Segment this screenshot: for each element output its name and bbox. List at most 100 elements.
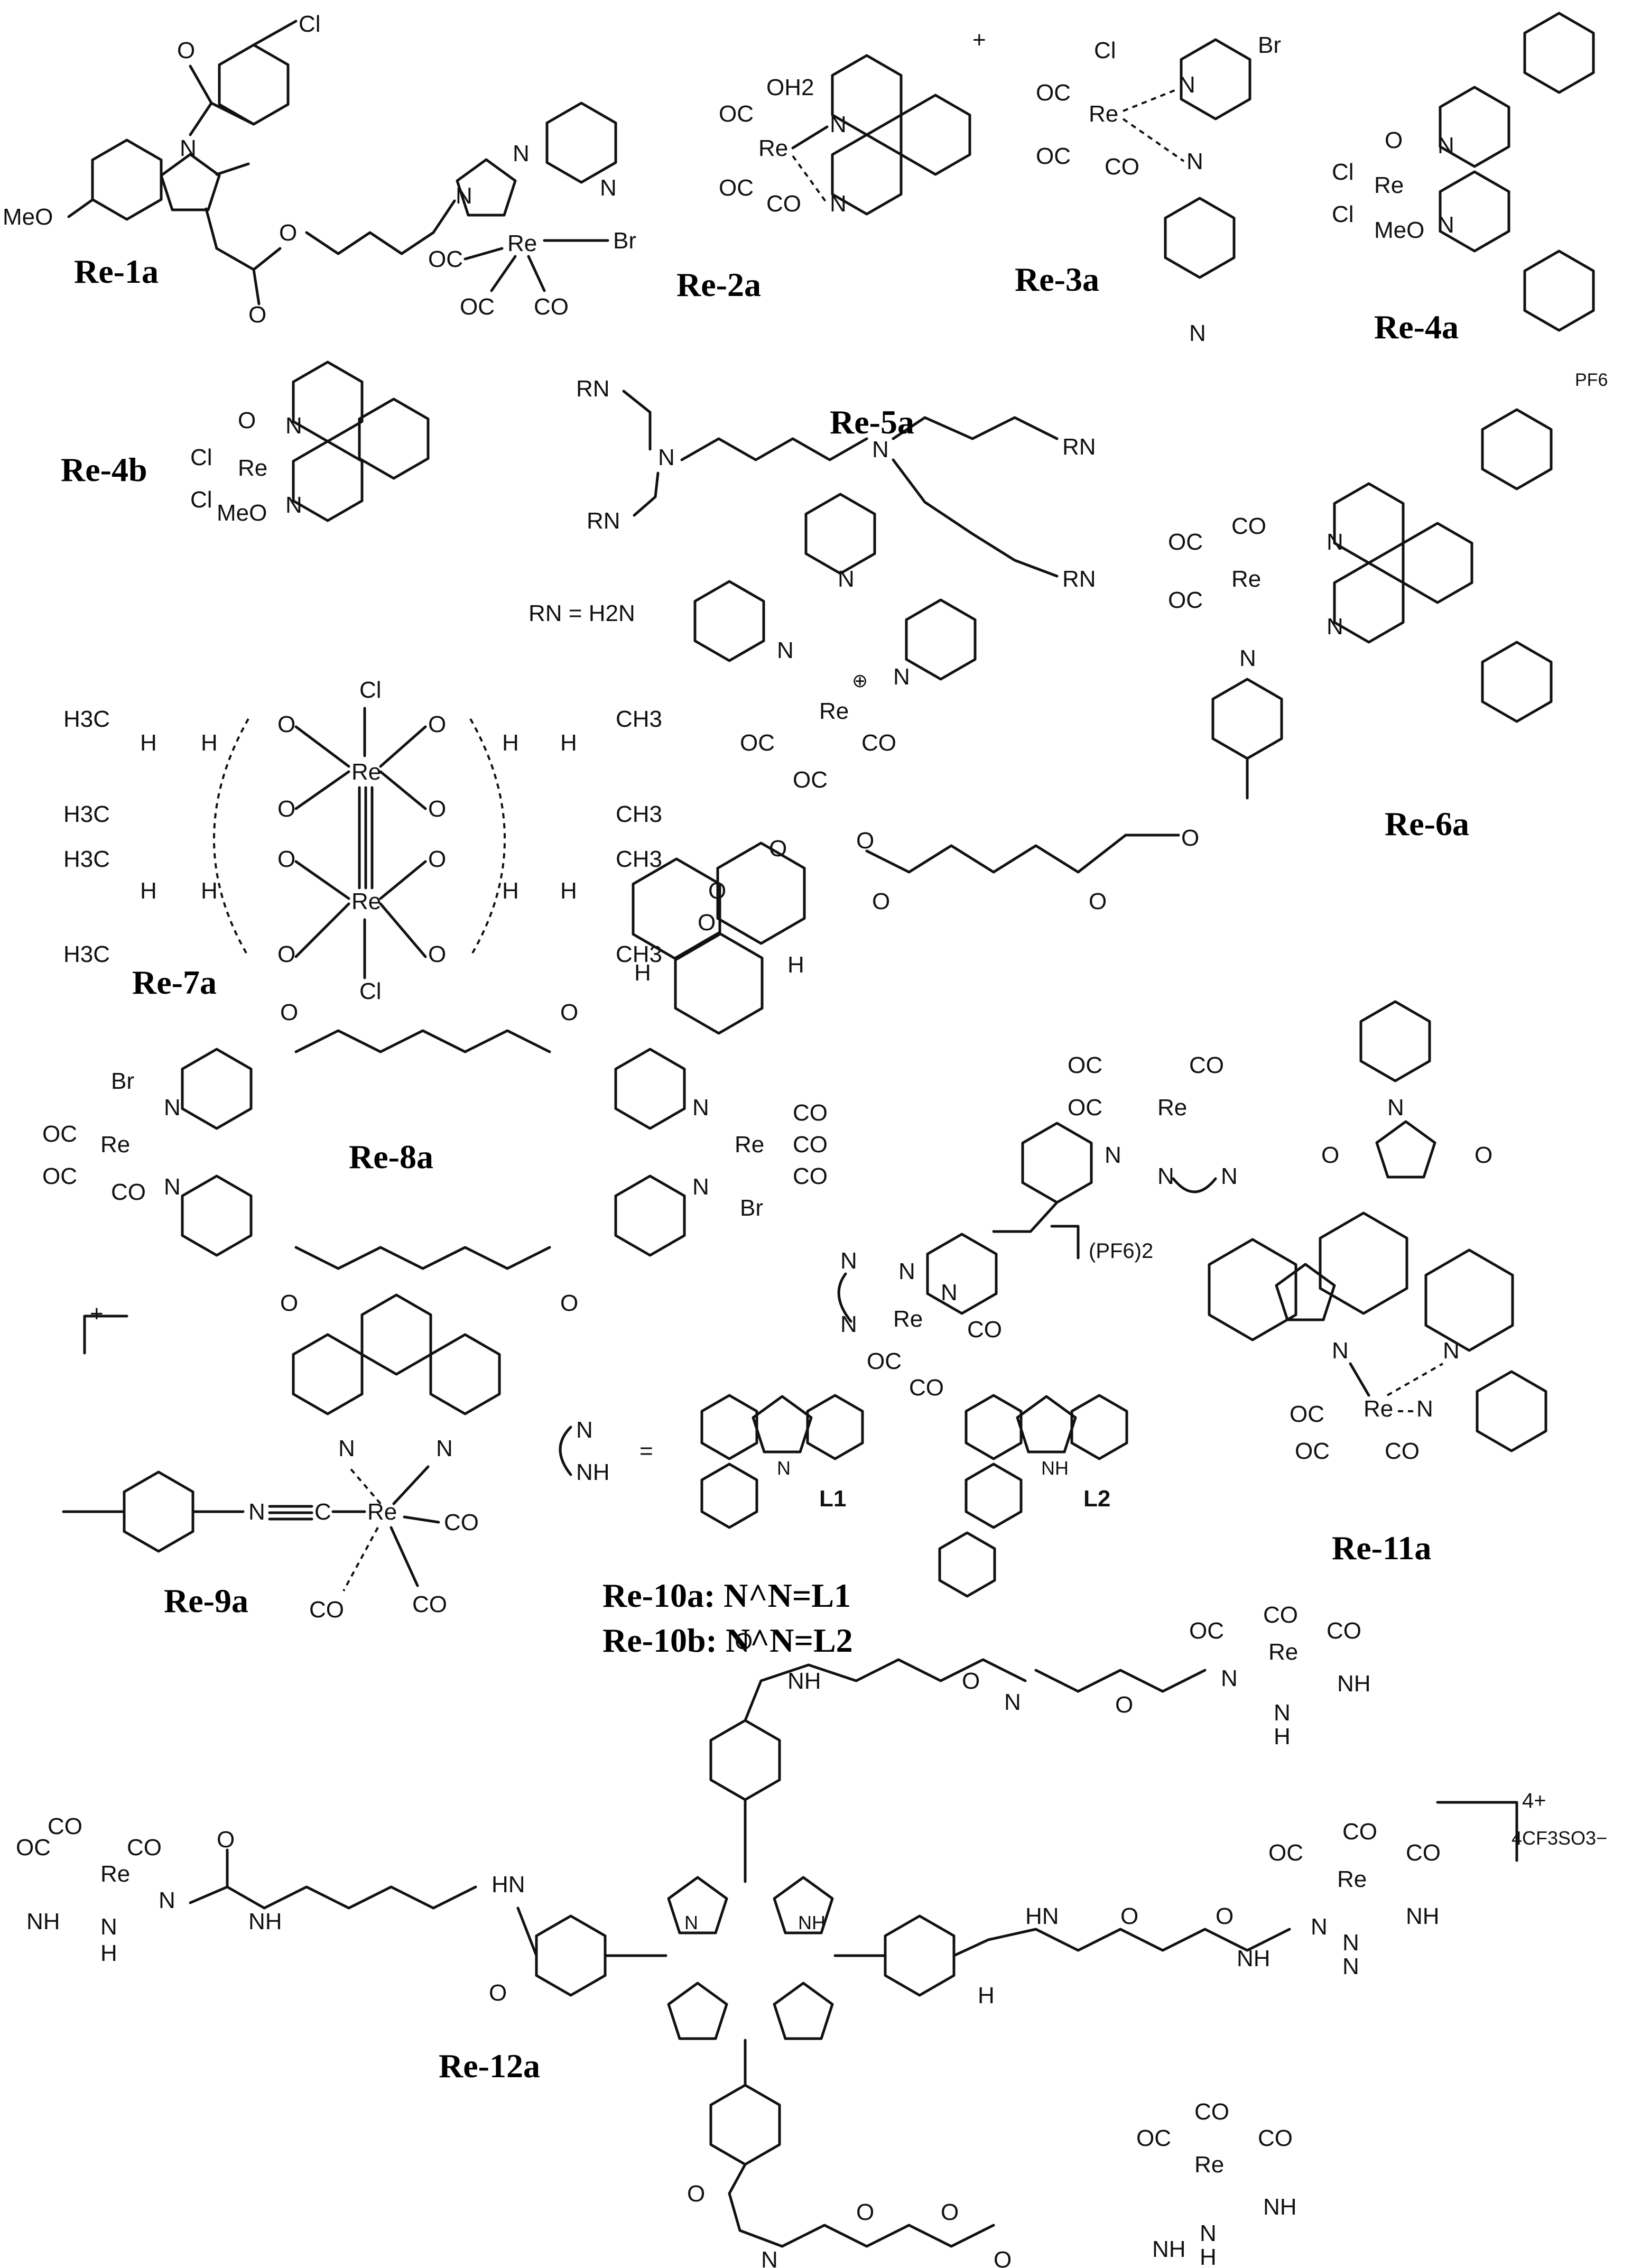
atom-nh-right2: NH bbox=[1406, 1903, 1440, 1929]
compound-re11a: N O O N N N Re OC OC CO Re-11a bbox=[1209, 1002, 1546, 1567]
compound-re12a: 4+ 4CF3SO3− N NH O NH O O N N CO OC C bbox=[16, 1602, 1607, 2268]
atom-n2: N bbox=[1332, 1338, 1349, 1364]
atom-co3: CO bbox=[412, 1591, 447, 1617]
atom-o7: O bbox=[277, 941, 295, 967]
atom-oc2: OC bbox=[460, 294, 495, 320]
atom-hn-right: HN bbox=[1025, 1903, 1059, 1929]
atom-nh-left3: HN bbox=[492, 1872, 525, 1897]
atom-n5: N bbox=[898, 1258, 915, 1284]
label-re10a: Re-10a: N^N=L1 bbox=[602, 1577, 851, 1614]
compound-re7a: H3C CH3 H3C CH3 H3C CH3 H3C CH3 O O O O … bbox=[63, 677, 662, 1004]
charge-plus: + bbox=[90, 1301, 104, 1327]
counterion-pf6: PF6 bbox=[1575, 370, 1608, 390]
atom-n3: N bbox=[513, 141, 530, 166]
atom-oc2: OC bbox=[793, 767, 828, 793]
atom-h6: H bbox=[201, 878, 218, 904]
atom-co-bot2: CO bbox=[1258, 2125, 1293, 2151]
atom-nh-right: NH bbox=[1237, 1946, 1271, 1971]
atom-o-top2: O bbox=[962, 1668, 980, 1694]
atom-nh-left: NH bbox=[26, 1909, 60, 1934]
atom-nh-bot: NH bbox=[1263, 2194, 1297, 2220]
compound-re4a: O Cl Re N Cl MeO N Re-4a bbox=[1332, 13, 1593, 346]
label-re4a: Re-4a bbox=[1374, 308, 1459, 346]
atom-o4: O bbox=[428, 796, 446, 822]
atom-n3: N bbox=[777, 637, 794, 663]
label-re2a: Re-2a bbox=[676, 266, 761, 303]
atom-oc-right: OC bbox=[1268, 1840, 1303, 1866]
atom-cl1: Cl bbox=[359, 677, 382, 703]
atom-re2: Re bbox=[735, 1132, 764, 1158]
atom-oc: OC bbox=[719, 101, 754, 127]
charge-4plus: 4+ bbox=[1522, 1789, 1546, 1812]
atom-co-left2: CO bbox=[127, 1835, 162, 1860]
atom-o-bot3: O bbox=[941, 2199, 959, 2225]
atom-rn4: RN bbox=[1062, 566, 1096, 592]
atom-h-top: H bbox=[1274, 1724, 1291, 1749]
atom-co: CO bbox=[1231, 513, 1266, 539]
atom-co4: CO bbox=[793, 1163, 828, 1189]
atom-n4: N bbox=[600, 175, 617, 201]
atom-oc: OC bbox=[428, 246, 463, 272]
atom-co-left: CO bbox=[48, 1813, 82, 1839]
compound-re10: OC CO OC Re N N N N N N N Re OC CO CO (P… bbox=[559, 1052, 1238, 1659]
atom-co: CO bbox=[1189, 1052, 1224, 1078]
compound-re3a: Br Cl OC Re N OC CO N N Re-3a bbox=[1015, 32, 1281, 346]
atom-o-bot4: O bbox=[994, 2247, 1012, 2268]
atom-nh-top2: N bbox=[1004, 1689, 1021, 1715]
atom-o: O bbox=[1321, 1142, 1339, 1168]
atom-re2: Re bbox=[893, 1306, 923, 1332]
charge-plus: + bbox=[972, 27, 986, 53]
atom-o1: O bbox=[277, 711, 295, 737]
atom-nh-top: NH bbox=[787, 1668, 821, 1694]
atom-br: Br bbox=[111, 1068, 134, 1094]
atom-o-right3: O bbox=[1216, 1903, 1234, 1929]
atom-co2: CO bbox=[967, 1317, 1002, 1343]
atom-br: Br bbox=[1258, 32, 1281, 58]
atom-oc: OC bbox=[1168, 529, 1203, 555]
counterion-pf6-2: (PF6)2 bbox=[1089, 1239, 1153, 1263]
atom-o7: O bbox=[698, 910, 716, 936]
atom-oc: OC bbox=[1036, 80, 1071, 106]
atom-n-right: N bbox=[1311, 1914, 1328, 1940]
atom-n5: N bbox=[893, 664, 910, 690]
atom-re-top: Re bbox=[1268, 1639, 1298, 1665]
atom-o3: O bbox=[277, 796, 295, 822]
atom-cl: Cl bbox=[1332, 159, 1354, 185]
atom-n2: N bbox=[164, 1174, 181, 1200]
atom-meo: MeO bbox=[3, 204, 53, 230]
atom-co: CO bbox=[1105, 154, 1139, 180]
legend-n2: NH bbox=[576, 1459, 610, 1485]
atom-co: CO bbox=[444, 1510, 479, 1535]
atom-o: O bbox=[238, 408, 256, 433]
atom-h3: H bbox=[502, 730, 519, 756]
rn-definition: RN = H2N bbox=[528, 600, 635, 626]
compound-re2a: OC OH2 Re N N OC CO + Re-2a bbox=[676, 27, 986, 303]
atom-o-right: H bbox=[978, 1983, 995, 2008]
atom-co2: CO bbox=[309, 1597, 344, 1623]
ligand-l1: L1 bbox=[819, 1486, 846, 1512]
atom-o5: O bbox=[769, 836, 787, 862]
atom-o4: O bbox=[872, 888, 890, 914]
counterion-triflate: 4CF3SO3− bbox=[1512, 1827, 1607, 1849]
legend-equals: = bbox=[639, 1438, 653, 1464]
label-re11a: Re-11a bbox=[1332, 1529, 1431, 1567]
atom-ch3-3: CH3 bbox=[616, 846, 662, 872]
atom-n3: N bbox=[248, 1499, 265, 1525]
legend-n: N bbox=[576, 1417, 593, 1443]
label-re8a: Re-8a bbox=[349, 1138, 433, 1175]
atom-n3: N bbox=[692, 1095, 709, 1121]
atom-o-left: O bbox=[217, 1827, 235, 1853]
atom-h3c: H3C bbox=[63, 706, 110, 732]
atom-o-top: O bbox=[735, 1628, 753, 1654]
atom-h-left: H bbox=[100, 1940, 117, 1966]
atom-n-left2: N bbox=[159, 1887, 175, 1913]
atom-h1: H bbox=[140, 730, 157, 756]
atom-n3: N bbox=[1239, 645, 1256, 671]
atom-o: O bbox=[177, 38, 195, 63]
compound-re1a: Cl O N MeO O O N N N Re Br OC OC CO Re-1… bbox=[3, 11, 636, 328]
atom-o2: O bbox=[248, 302, 266, 328]
atom-oc2: OC bbox=[1295, 1438, 1330, 1464]
atom-o: O bbox=[1181, 825, 1199, 851]
atom-re: Re bbox=[819, 698, 849, 724]
atom-n: N bbox=[164, 1095, 181, 1121]
